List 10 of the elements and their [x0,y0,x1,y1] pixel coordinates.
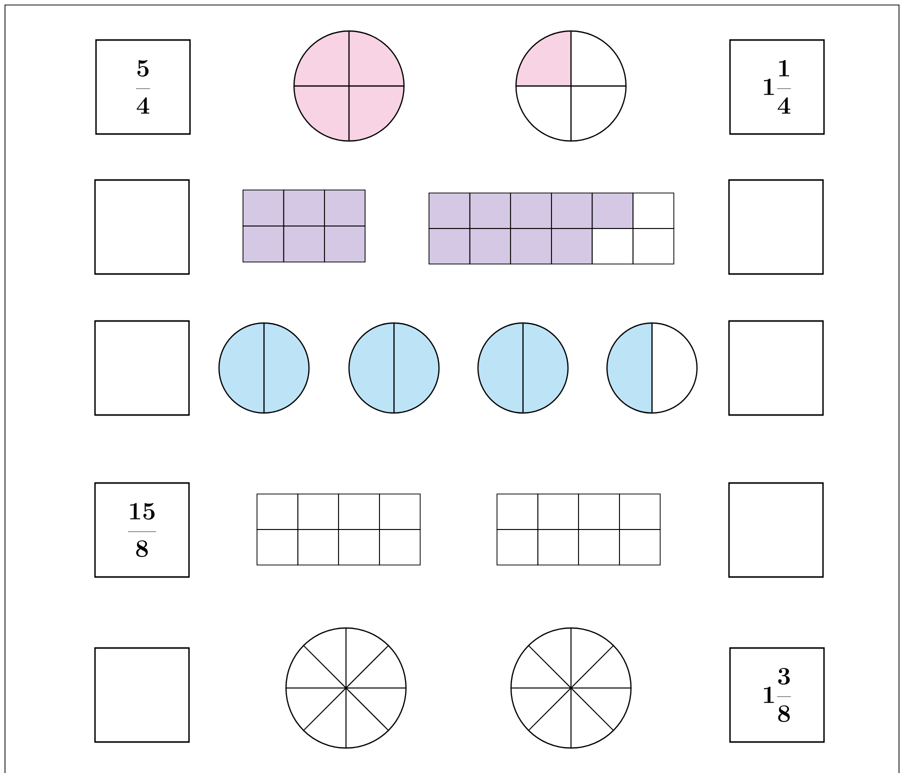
answer-box [728,179,824,275]
answer-box [728,320,824,416]
answer-box: $1\frac{3}{8}$ [729,647,825,743]
answer-box [94,320,190,416]
answer-box [94,179,190,275]
answer-box [94,647,190,743]
answer-box: $1\frac{1}{4}$ [729,39,825,135]
answer-box [728,482,824,578]
answer-box: $\frac{15}{8}$ [94,482,190,578]
answer-box: $\frac{5}{4}$ [95,39,191,135]
